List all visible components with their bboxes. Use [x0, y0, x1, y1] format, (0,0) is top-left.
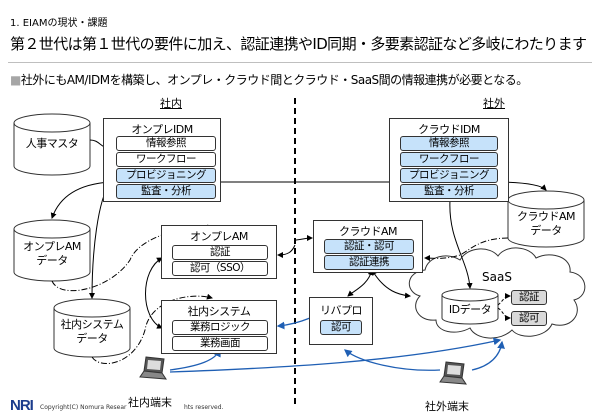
- cloud-am-box: クラウドAM 認証・認可 認証連携: [313, 220, 423, 273]
- hr-master-label: 人事マスタ: [25, 137, 79, 150]
- saas-auth: 認証: [511, 290, 547, 305]
- internal-system-title: 社内システム: [187, 305, 251, 318]
- onprem-am-auth: 認証: [172, 245, 268, 260]
- bullet-square-icon: ■: [10, 73, 21, 87]
- cloud-am-federation: 認証連携: [324, 255, 414, 270]
- onprem-idm-workflow: ワークフロー: [116, 152, 216, 167]
- onprem-am-internal-system-arrow: [145, 257, 163, 329]
- cloud-idm-workflow: ワークフロー: [400, 152, 498, 167]
- cloud-am-data-to-cloud-am-dashdot: [424, 237, 509, 262]
- internal-system-business-logic: 業務ロジック: [172, 320, 268, 335]
- cloud-idm-title: クラウドIDM: [418, 123, 480, 136]
- saas-authz: 認可: [511, 311, 547, 326]
- external-terminal-to-proxy-arrow: [343, 349, 441, 371]
- onprem-am-data-cylinder: [13, 219, 91, 282]
- onprem-am-authz-sso: 認可（SSO）: [172, 261, 268, 276]
- onprem-am-data-line2: データ: [36, 254, 68, 267]
- internal-terminal-laptop-icon: [139, 356, 167, 380]
- divider-to-onprem-am-arrow: [277, 244, 296, 258]
- copyright-left: Copyright(C) Nomura Resear: [40, 404, 127, 411]
- provisioning-to-onprem-am-data-arrow: [50, 181, 111, 219]
- id-data-to-saas-auth-dashdot: [497, 293, 511, 306]
- saas-label: SaaS: [482, 270, 512, 284]
- cloud-idm-box: クラウドIDM 情報参照 ワークフロー プロビジョニング 監査・分析: [389, 118, 509, 202]
- cloud-idm-provisioning: プロビジョニング: [400, 168, 498, 183]
- zone-label-external: 社外: [483, 97, 505, 110]
- internal-system-box: 社内システム 業務ロジック 業務画面: [161, 300, 277, 354]
- cloud-am-data-line1: クラウドAM: [516, 210, 576, 223]
- cloud-am-title: クラウドAM: [338, 225, 398, 238]
- divider-to-cloud-am-arrow: [294, 235, 313, 242]
- cloud-am-saas-arrow: [371, 269, 411, 299]
- reverse-proxy-to-system-arrow: [276, 317, 311, 330]
- onprem-idm-audit: 監査・分析: [116, 184, 216, 199]
- onprem-idm-info-ref: 情報参照: [116, 136, 216, 151]
- external-terminal-label: 社外端末: [425, 400, 469, 413]
- internal-system-data-line2: データ: [76, 332, 108, 345]
- id-data-label: IDデータ: [448, 303, 492, 316]
- bullet-label: 社外にもAM/IDMを構築し、オンプレ・クラウド間とクラウド・SaaS間の情報連…: [20, 73, 528, 87]
- onprem-idm-provisioning: プロビジョニング: [116, 168, 216, 183]
- bullet-text: ■社外にもAM/IDMを構築し、オンプレ・クラウド間とクラウド・SaaS間の情報…: [10, 71, 528, 88]
- hr-master-cylinder: [13, 113, 91, 176]
- internal-system-data-label: 社内システム データ: [52, 318, 132, 346]
- onprem-idm-box: オンプレIDM 情報参照 ワークフロー プロビジョニング 監査・分析: [103, 118, 221, 202]
- reverse-proxy-authz: 認可: [320, 320, 362, 335]
- reverse-proxy-box: リバプロ 認可: [309, 297, 373, 345]
- onprem-am-title: オンプレAM: [190, 230, 248, 243]
- cloud-idm-audit: 監査・分析: [400, 184, 498, 199]
- page-title: 第２世代は第１世代の要件に加え、認証連携やID同期・多要素認証など多岐にわたりま…: [10, 35, 587, 53]
- cloud-am-data-label: クラウドAM データ: [508, 210, 584, 238]
- onprem-am-data-line1: オンプレAM: [23, 240, 81, 253]
- reverse-proxy-title: リバプロ: [320, 304, 363, 317]
- zone-label-internal: 社内: [160, 97, 182, 110]
- internal-system-data-line1: 社内システム: [60, 318, 124, 331]
- copyright-right: hts reserved.: [184, 404, 224, 411]
- internal-system-data-to-system-dashdot: [91, 293, 213, 365]
- external-terminal-laptop-icon: [439, 361, 467, 385]
- id-data-to-saas-authz-dashdot: [497, 307, 511, 321]
- internal-terminal-to-saas-arrow: [169, 337, 502, 373]
- external-terminal-to-saas-arrow: [471, 340, 505, 371]
- section-heading: 1. EIAMの現状・課題: [10, 18, 108, 29]
- cloud-am-data-line2: データ: [530, 224, 562, 237]
- onprem-idm-title: オンプレIDM: [131, 123, 193, 136]
- nri-logo: NRI: [10, 397, 34, 414]
- cloud-am-data-cylinder: [507, 190, 585, 248]
- cloud-idm-to-id-data-arrow: [449, 199, 473, 289]
- internal-system-business-screen: 業務画面: [172, 336, 268, 351]
- cloud-idm-info-ref: 情報参照: [400, 136, 498, 151]
- cloud-am-authn-authz: 認証・認可: [324, 239, 414, 254]
- internal-terminal-label: 社内端末: [128, 396, 172, 409]
- cloud-am-reverse-proxy-arrow: [347, 269, 374, 297]
- id-data-cylinder: [441, 288, 499, 325]
- onprem-am-box: オンプレAM 認証 認可（SSO）: [161, 225, 277, 279]
- onprem-am-data-label: オンプレAM データ: [14, 240, 90, 268]
- title-divider: [8, 62, 592, 63]
